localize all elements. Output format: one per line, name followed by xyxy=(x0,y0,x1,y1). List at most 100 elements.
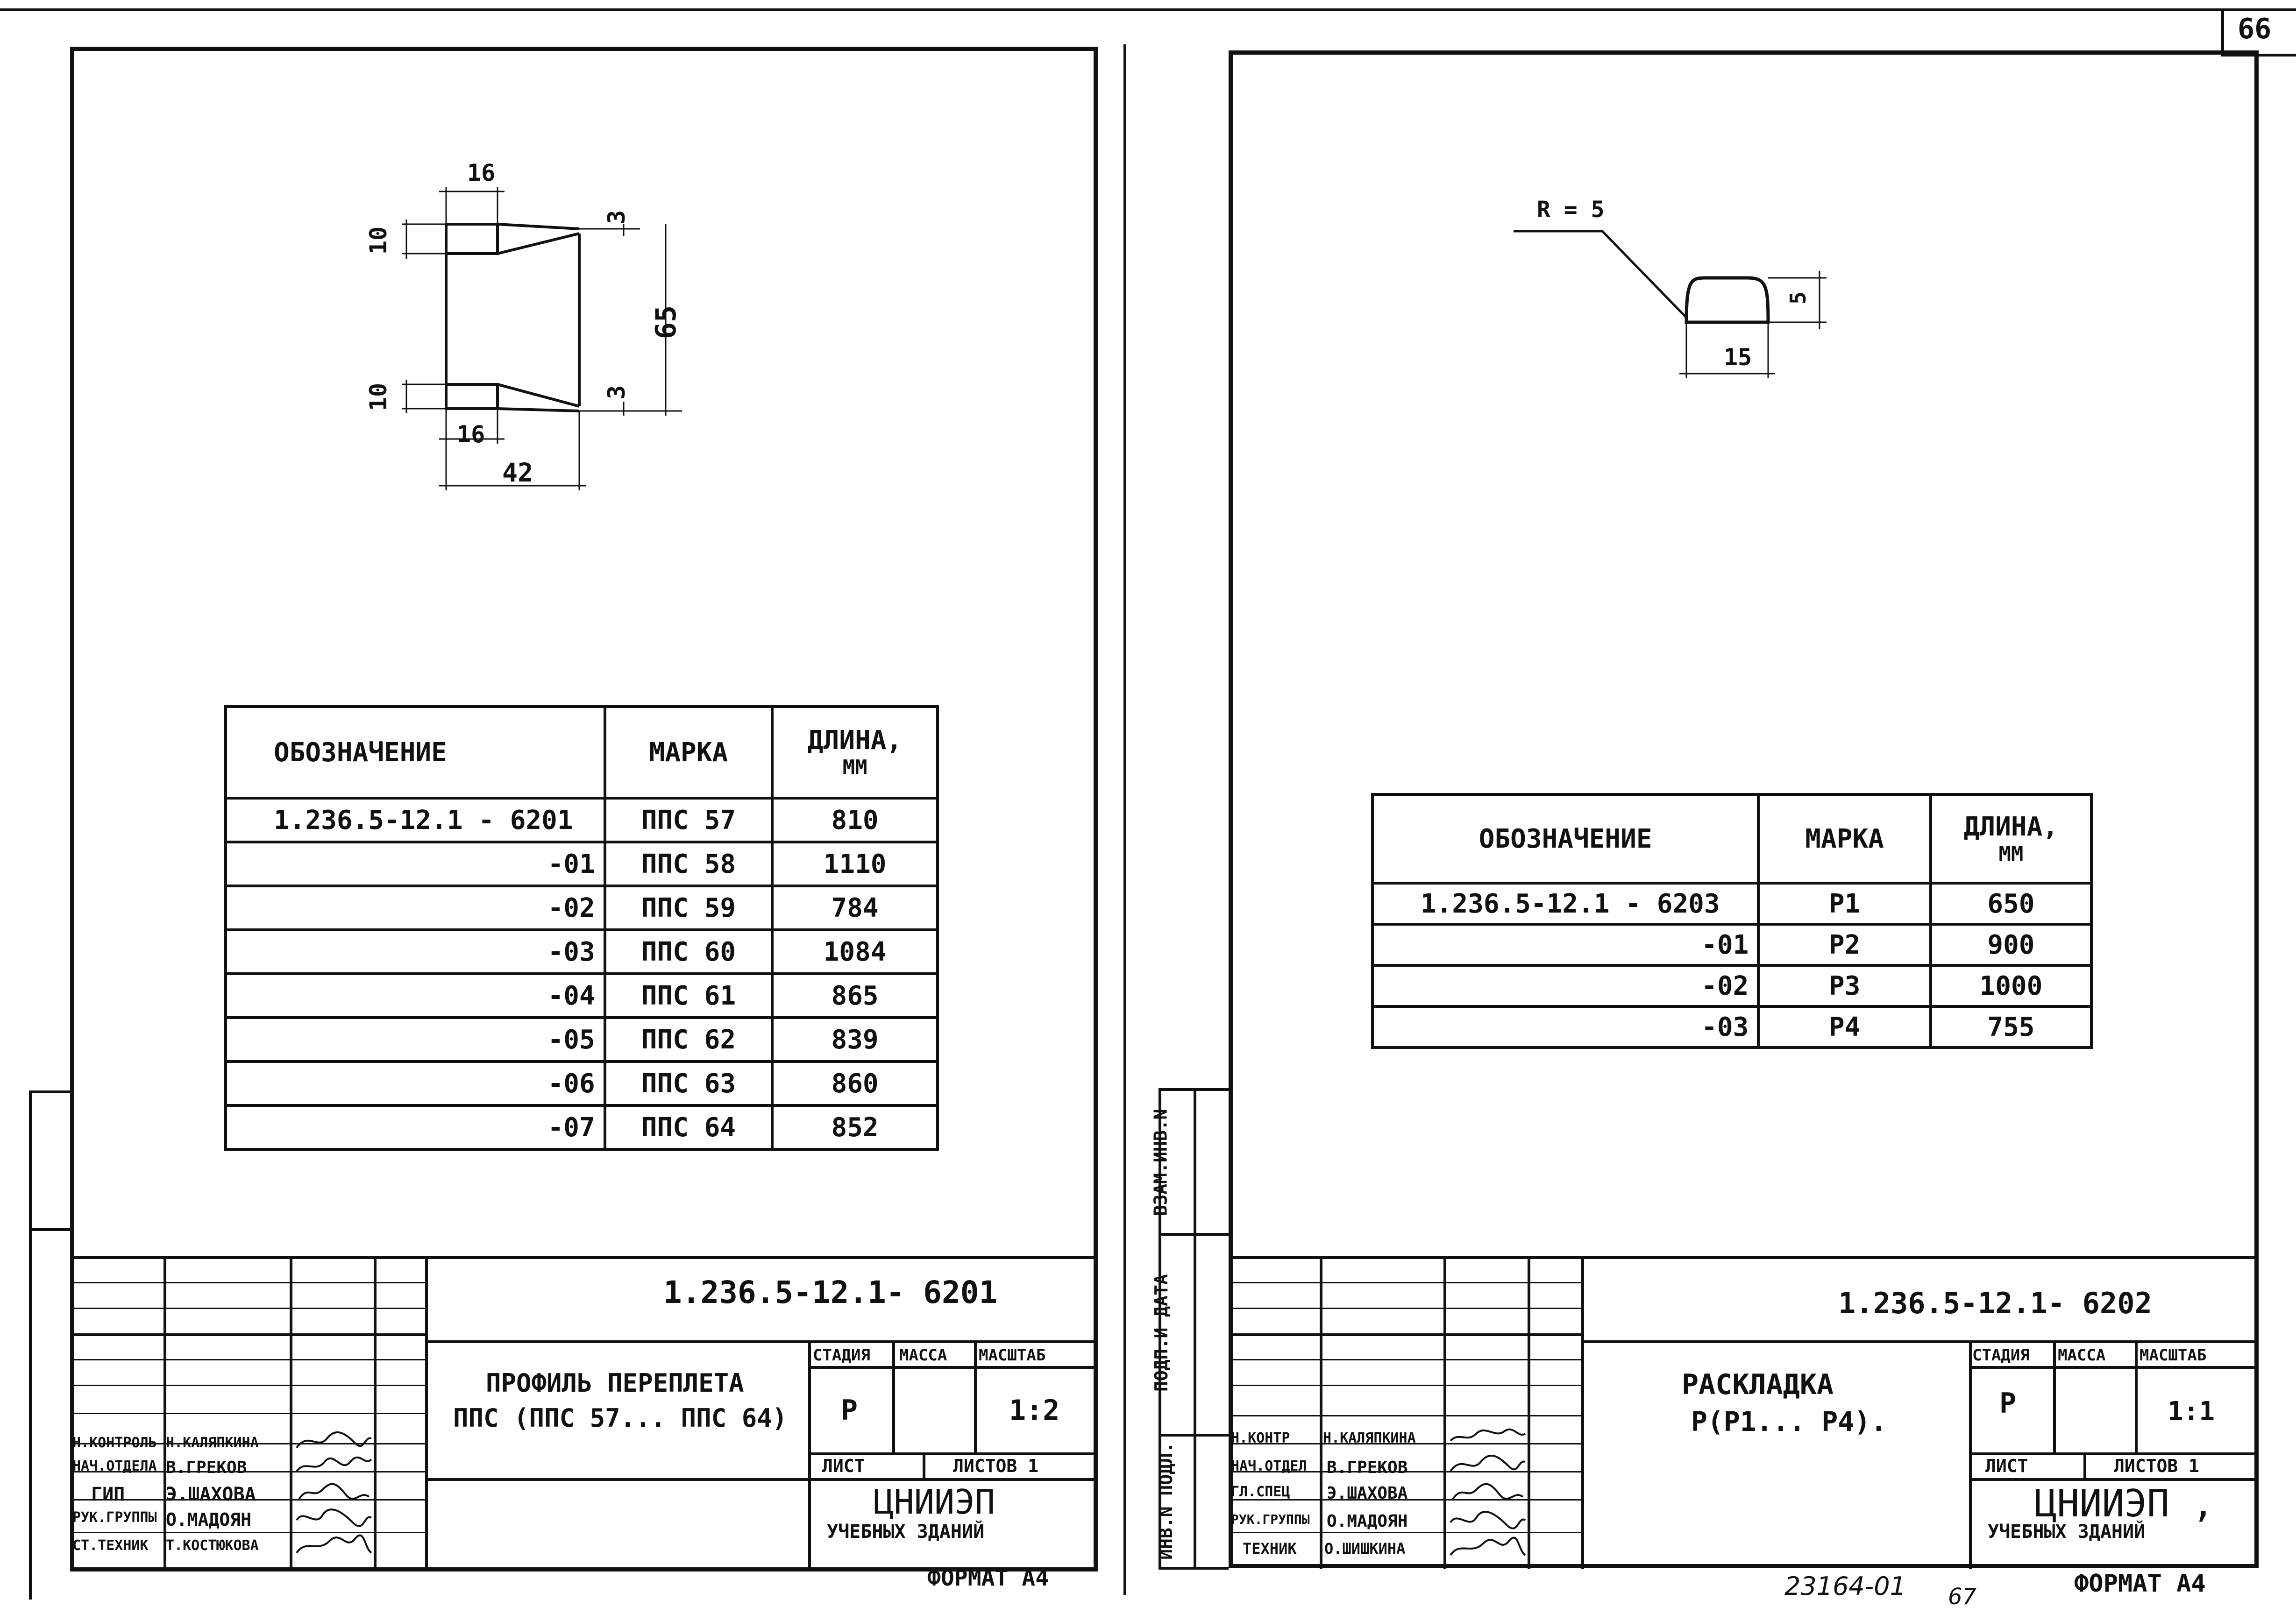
cell-mark: ППС 63 xyxy=(603,1060,774,1107)
left-spec-table: ОБОЗНАЧЕНИЕ МАРКА ДЛИНА, ММ 1.236.5-12.1… xyxy=(224,705,939,1151)
col-header-length-label: ДЛИНА, xyxy=(1963,812,2059,842)
cell-length: 1000 xyxy=(1929,964,2093,1008)
tb-row-line xyxy=(70,1471,425,1472)
cell-designation: 1.236.5-12.1 - 6201 xyxy=(224,797,606,843)
cell-length: 865 xyxy=(771,972,939,1019)
cell-length: 852 xyxy=(771,1104,939,1151)
staff-role: НАЧ.ОТДЕЛ xyxy=(1231,1458,1307,1474)
staff-role: Н.КОНТРОЛЬ xyxy=(72,1435,157,1451)
tb-row-line xyxy=(70,1282,425,1283)
tb-row-line xyxy=(1229,1333,1581,1336)
staff-role: НАЧ.ОТДЕЛА xyxy=(72,1458,157,1474)
tb-code-line xyxy=(1581,1340,2259,1343)
dim-height: 65 xyxy=(650,305,683,340)
tb-top-line xyxy=(70,1256,1098,1259)
cell-mark: Р3 xyxy=(1757,964,1932,1008)
cell-designation: -06 xyxy=(224,1060,606,1107)
tb-top-line xyxy=(1229,1256,2259,1259)
tb-row-line xyxy=(70,1532,425,1533)
tb-sheets-label: ЛИСТОВ 1 xyxy=(2114,1456,2200,1476)
left-format-label: ФОРМАТ А4 xyxy=(927,1565,1049,1591)
tb-row-line xyxy=(70,1443,425,1444)
tb-stage-label: СТАДИЯ xyxy=(813,1346,870,1365)
col-header-length-unit: ММ xyxy=(842,756,867,779)
table-row: -03 ППС 60 1084 xyxy=(224,928,939,975)
staff-role: ГЛ.СПЕЦ xyxy=(1231,1484,1290,1500)
cell-designation: -04 xyxy=(224,972,606,1019)
dim-radius: R = 5 xyxy=(1537,197,1605,223)
tb-org-line1: ЦНИИЭП , xyxy=(2034,1482,2215,1525)
strip-drawing xyxy=(1514,230,1827,378)
staff-role: ТЕХНИК xyxy=(1243,1540,1297,1557)
tb-code-line xyxy=(425,1340,1098,1343)
left-sheet-frame xyxy=(70,47,1098,1572)
tb-col-stage xyxy=(808,1340,811,1572)
tb-scale: 1:1 xyxy=(2168,1396,2215,1427)
cell-mark: ППС 58 xyxy=(603,841,774,887)
cell-designation: -07 xyxy=(224,1104,606,1151)
cell-mark: ППС 64 xyxy=(603,1104,774,1151)
staff-name: О.МАДОЯН xyxy=(1327,1512,1408,1531)
tb-sheet-line-top xyxy=(808,1452,1098,1455)
tb-scale-label: МАСШТАБ xyxy=(2140,1346,2207,1365)
table-row: -07 ППС 64 852 xyxy=(224,1104,939,1151)
tb-org-line2: УЧЕБНЫХ ЗДАНИЙ xyxy=(1988,1521,2146,1543)
table-row: -02 Р3 1000 xyxy=(1371,964,2093,1008)
cell-length: 1110 xyxy=(771,841,939,887)
tb-sheet-line-bot xyxy=(425,1478,1098,1481)
side-label-replacement: ВЗАМ.ИНВ.N xyxy=(1150,1109,1171,1216)
col-header-designation: ОБОЗНАЧЕНИЕ xyxy=(224,705,606,800)
staff-role: Н.КОНТР xyxy=(1231,1430,1290,1446)
cell-length: 810 xyxy=(771,797,939,843)
tb-col-sheets xyxy=(923,1452,925,1478)
tb-row-line xyxy=(1229,1385,1581,1386)
cell-length: 784 xyxy=(771,885,939,931)
cell-designation: -01 xyxy=(224,841,606,887)
col-header-length-label: ДЛИНА, xyxy=(807,725,903,756)
center-divider xyxy=(1123,44,1126,1595)
tb-col-mass xyxy=(2053,1340,2056,1452)
dim-bot-thick: 10 xyxy=(365,382,392,411)
table-row: -01 Р2 900 xyxy=(1371,923,2093,967)
tb-col-b xyxy=(1443,1256,1446,1569)
table-row: -01 ППС 58 1110 xyxy=(224,841,939,887)
staff-name: Н.КАЛЯПКИНА xyxy=(166,1435,259,1451)
col-header-mark: МАРКА xyxy=(603,705,774,800)
top-border-line xyxy=(0,8,2296,11)
cell-mark: ППС 57 xyxy=(603,797,774,843)
tb-title-line2: ППС (ППС 57... ППС 64) xyxy=(453,1403,788,1433)
tb-sheet-label: ЛИСТ xyxy=(822,1456,865,1476)
tb-row-line xyxy=(1229,1415,1581,1416)
side-strip-mid xyxy=(1194,1088,1196,1569)
signature-icon xyxy=(296,1431,372,1449)
side-strip-top xyxy=(1159,1088,1229,1091)
footer-number: 23164-01 xyxy=(1784,1572,1906,1601)
staff-role: РУК.ГРУППЫ xyxy=(72,1509,157,1526)
tb-col-scale xyxy=(974,1340,977,1452)
staff-name: О.ШИШКИНА xyxy=(1324,1540,1406,1557)
tb-scale-label: МАСШТАБ xyxy=(979,1346,1046,1365)
tb-row-line xyxy=(1229,1443,1581,1444)
tb-org-line1: ЦНИИЭП xyxy=(874,1482,995,1522)
table-row: -05 ППС 62 839 xyxy=(224,1016,939,1063)
tb-col-d xyxy=(425,1256,428,1572)
staff-name: О.МАДОЯН xyxy=(166,1509,252,1530)
table-row: -02 ППС 59 784 xyxy=(224,885,939,931)
tb-col-mass xyxy=(892,1340,895,1452)
tb-title-line1: РАСКЛАДКА xyxy=(1682,1368,1834,1401)
tb-row-line xyxy=(1229,1471,1581,1472)
tb-col-c xyxy=(1528,1256,1530,1569)
cell-length: 860 xyxy=(771,1060,939,1107)
tb-org-line2: УЧЕБНЫХ ЗДАНИЙ xyxy=(827,1521,985,1543)
tb-row-line xyxy=(1229,1359,1581,1360)
tb-sheets-label: ЛИСТОВ 1 xyxy=(953,1456,1039,1476)
tb-stage-label: СТАДИЯ xyxy=(1972,1346,2030,1365)
cell-mark: Р1 xyxy=(1757,882,1932,926)
tb-stage: Р xyxy=(1999,1387,2017,1420)
left-side-stub xyxy=(29,1090,32,1600)
cell-length: 755 xyxy=(1929,1005,2093,1049)
profile-drawing xyxy=(402,187,682,490)
cell-mark: ППС 62 xyxy=(603,1016,774,1063)
table-row: -03 Р4 755 xyxy=(1371,1005,2093,1049)
cell-length: 1084 xyxy=(771,928,939,975)
